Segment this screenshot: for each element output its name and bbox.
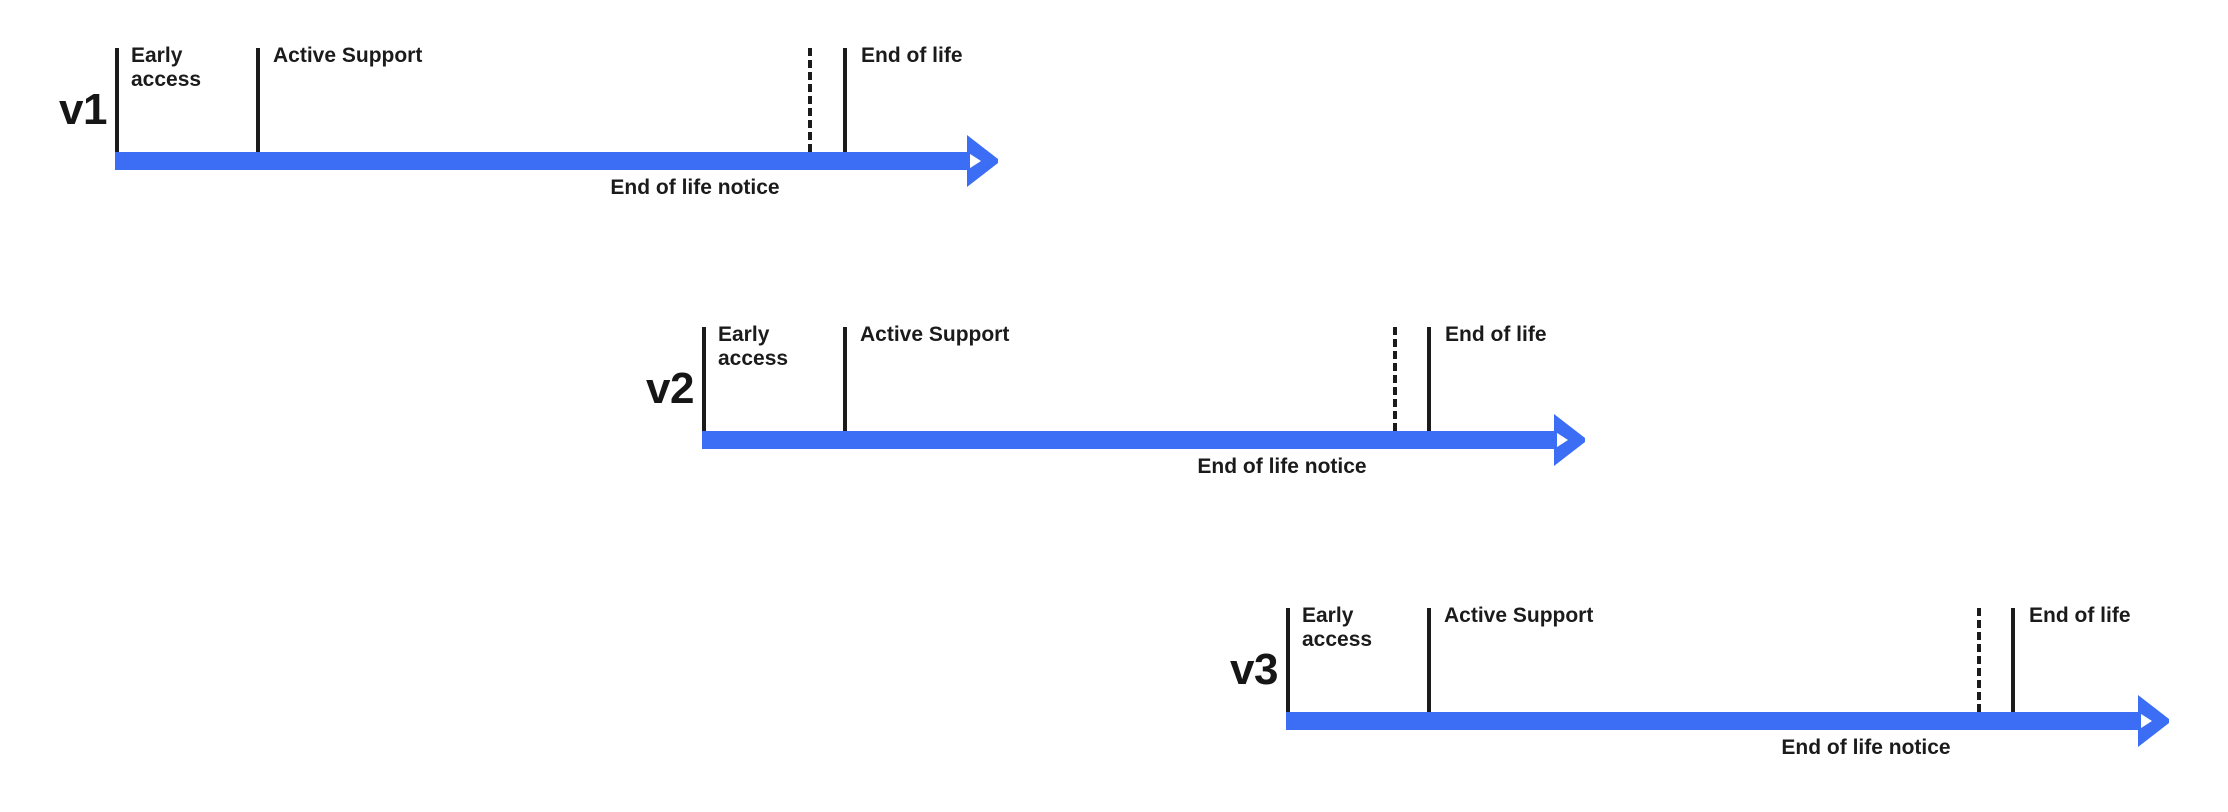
active-support-label: Active Support bbox=[860, 323, 1010, 346]
active-support-tick bbox=[1427, 608, 1431, 712]
early-access-label: Early access bbox=[718, 323, 789, 370]
timeline-arrow-head-icon bbox=[1538, 408, 1602, 472]
timeline-arrow-head-icon bbox=[951, 129, 1015, 193]
end-of-life-tick bbox=[843, 48, 847, 152]
version-label-v3: v3 bbox=[1230, 645, 1278, 694]
early-access-label: Early access bbox=[1302, 604, 1373, 651]
end-of-life-notice-tick bbox=[1393, 327, 1397, 431]
timeline-bar bbox=[702, 414, 1602, 466]
early-access-label: Early access bbox=[131, 44, 202, 91]
start-tick bbox=[115, 48, 119, 152]
end-of-life-label: End of life bbox=[2029, 604, 2131, 627]
end-of-life-notice-label: End of life notice bbox=[1197, 455, 1367, 478]
start-tick bbox=[1286, 608, 1290, 712]
active-support-label: Active Support bbox=[273, 44, 423, 67]
active-support-tick bbox=[843, 327, 847, 431]
timeline-shaft bbox=[702, 431, 1557, 449]
end-of-life-notice-tick bbox=[1977, 608, 1981, 712]
active-support-label: Active Support bbox=[1444, 604, 1594, 627]
end-of-life-notice-label: End of life notice bbox=[1781, 736, 1951, 759]
timeline-arrow-head-icon bbox=[2122, 689, 2186, 753]
timeline-bar bbox=[1286, 695, 2186, 747]
timeline-shaft bbox=[115, 152, 970, 170]
end-of-life-tick bbox=[2011, 608, 2015, 712]
start-tick bbox=[702, 327, 706, 431]
end-of-life-label: End of life bbox=[1445, 323, 1547, 346]
timeline-shaft bbox=[1286, 712, 2141, 730]
version-label-v1: v1 bbox=[59, 85, 107, 134]
version-label-v2: v2 bbox=[646, 364, 694, 413]
active-support-tick bbox=[256, 48, 260, 152]
end-of-life-label: End of life bbox=[861, 44, 963, 67]
timeline-bar bbox=[115, 135, 1015, 187]
end-of-life-notice-label: End of life notice bbox=[610, 176, 780, 199]
end-of-life-tick bbox=[1427, 327, 1431, 431]
end-of-life-notice-tick bbox=[808, 48, 812, 152]
